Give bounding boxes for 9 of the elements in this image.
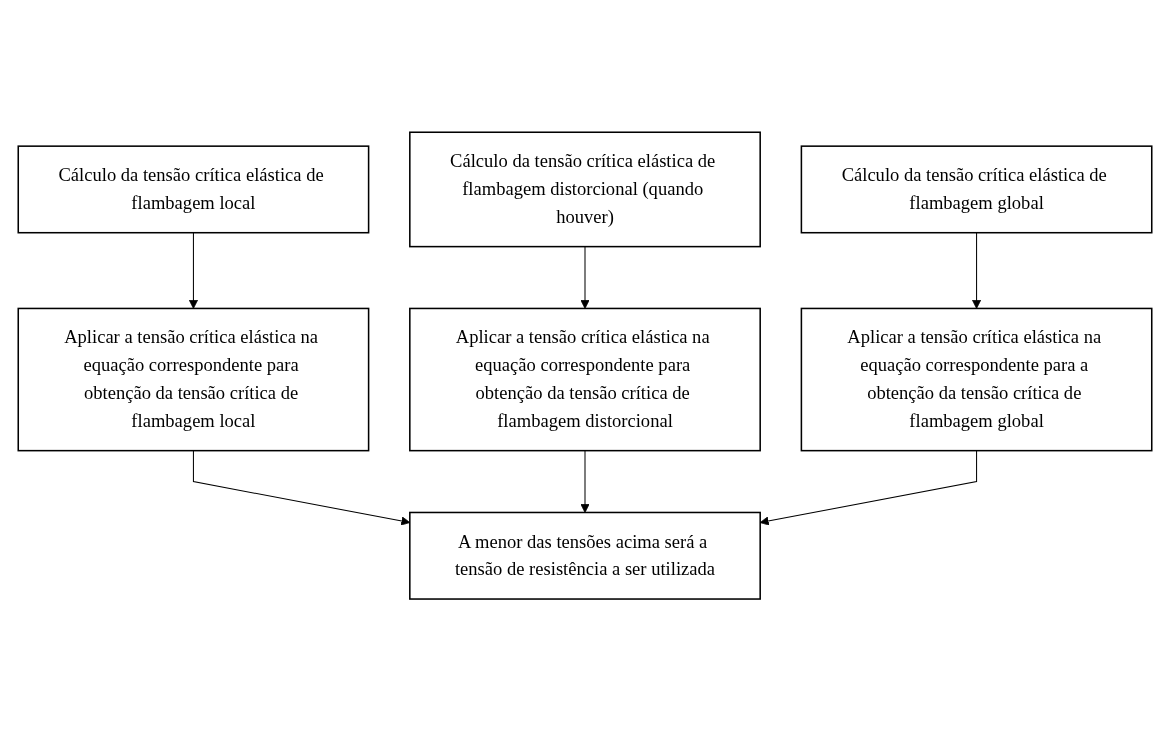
node-box: A menor das tensões acima será a tensão de resistência a ser utilizada — [409, 512, 761, 601]
node-box: Cálculo da tensão crítica elástica de flambagem global — [800, 145, 1153, 234]
node-box: Cálculo da tensão crítica elástica de flambagem local — [17, 145, 370, 234]
arrow — [188, 232, 198, 310]
node-box: Aplicar a tensão crítica elástica na equação correspondente para a obtenção da tensão crítica de flambagem global — [800, 308, 1153, 452]
arrow — [972, 232, 982, 310]
node-box: Aplicar a tensão crítica elástica na equação correspondente para obtenção da tensão crítica de flambagem local — [17, 308, 370, 452]
node-box: Cálculo da tensão crítica elástica de flambagem distorcional (quando houver) — [409, 131, 761, 248]
node-box: Aplicar a tensão crítica elástica na equação correspondente para obtenção da tensão crítica de flambagem distorcional — [409, 308, 761, 452]
